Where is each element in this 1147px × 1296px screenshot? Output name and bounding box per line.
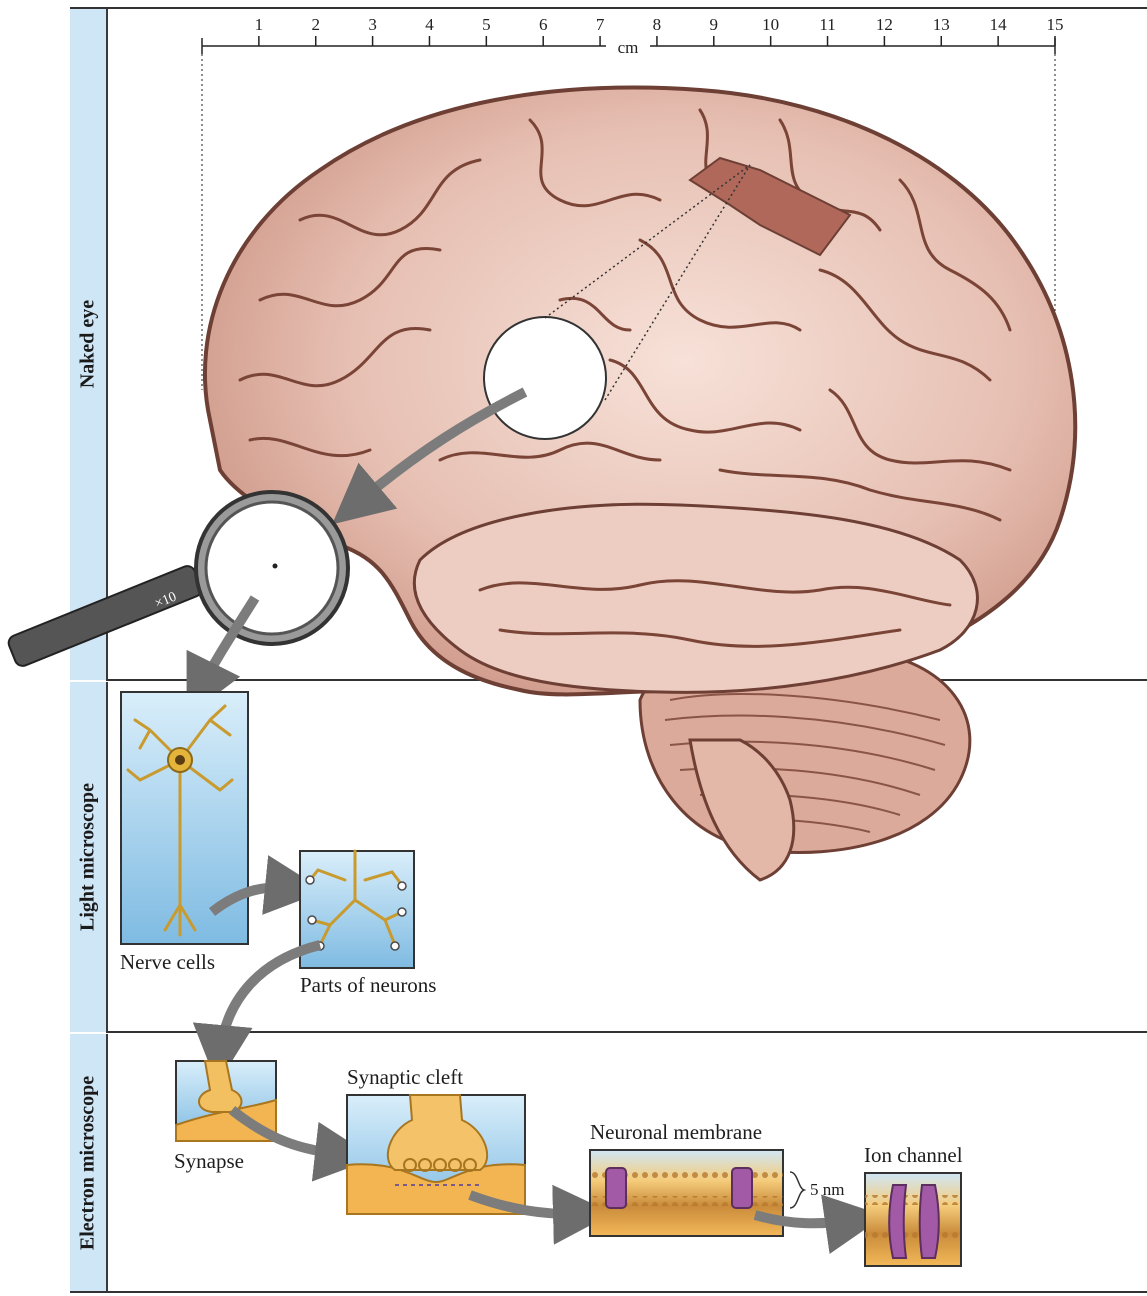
scale-tick-label: 9 <box>710 15 719 34</box>
sample-zoom-circle <box>484 317 606 439</box>
scale-unit: cm <box>618 38 639 57</box>
label-ion-channel: Ion channel <box>864 1143 963 1168</box>
scale-tick-label: 3 <box>368 15 377 34</box>
scale-tick-label: 11 <box>819 15 835 34</box>
arrow-to-ion-channel <box>755 1215 855 1223</box>
magnifying-glass-icon: ×10 <box>6 492 348 668</box>
scale-tick-label: 5 <box>482 15 491 34</box>
scale-tick-label: 14 <box>990 15 1008 34</box>
temporal-lobe <box>414 504 977 692</box>
scale-tick-label: 1 <box>255 15 264 34</box>
ion-channel-panel <box>865 1173 961 1266</box>
scale-tick-label: 13 <box>933 15 950 34</box>
scale-tick-label: 15 <box>1047 15 1064 34</box>
synaptic-cleft-panel <box>347 1095 525 1214</box>
scale-tick-label: 12 <box>876 15 893 34</box>
scale-tick-label: 8 <box>653 15 662 34</box>
scale-tick-label: 10 <box>762 15 779 34</box>
scale-tick-label: 4 <box>425 15 434 34</box>
label-membrane-thickness: 5 nm <box>810 1180 844 1200</box>
label-neuronal-membrane: Neuronal membrane <box>590 1120 762 1145</box>
label-synapse: Synapse <box>174 1149 244 1174</box>
label-nerve-cells: Nerve cells <box>120 950 215 975</box>
label-parts-of-neurons: Parts of neurons <box>300 973 436 998</box>
label-synaptic-cleft: Synaptic cleft <box>347 1065 463 1090</box>
scale-tick-label: 6 <box>539 15 548 34</box>
scale-tick-label: 2 <box>311 15 320 34</box>
scale-tick-label: 7 <box>596 15 605 34</box>
brain-illustration <box>205 88 1075 880</box>
